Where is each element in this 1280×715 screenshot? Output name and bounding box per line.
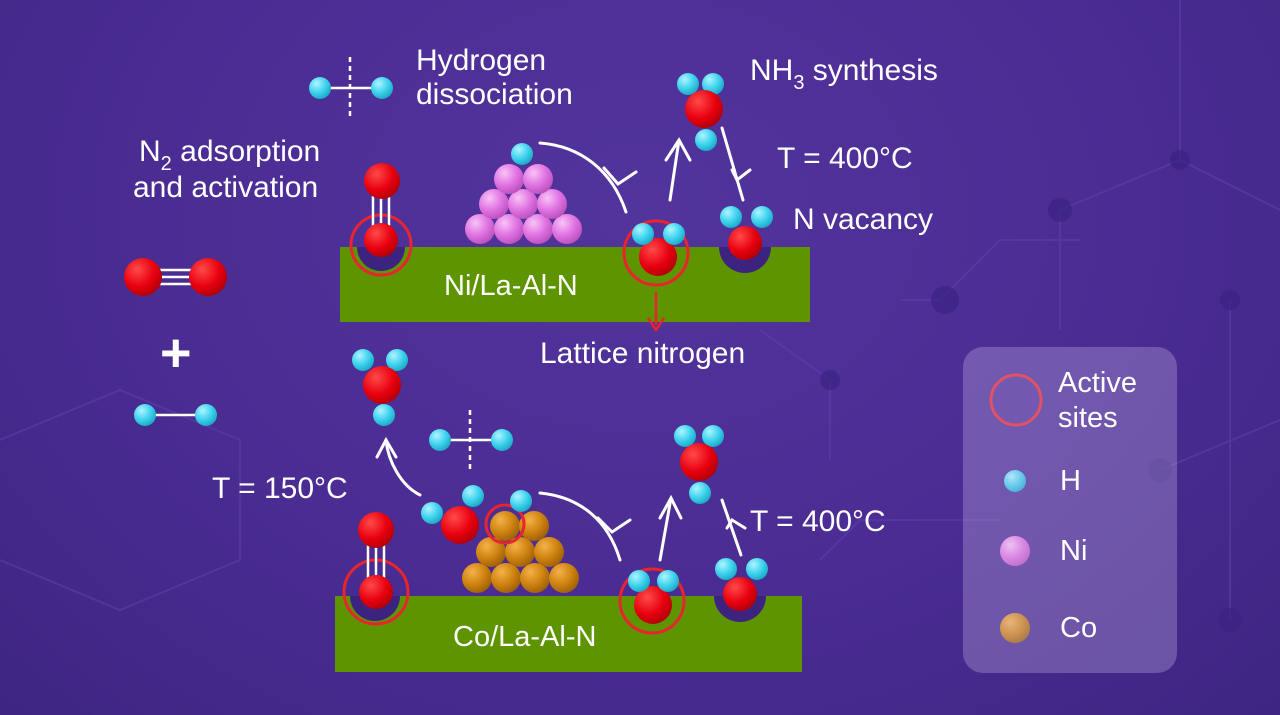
temperature-top-label: T = 400°C [777, 142, 913, 175]
lattice-arrow-head [646, 317, 666, 333]
hydrogen-atom-icon [1004, 470, 1026, 492]
n2-suffix: adsorption [171, 135, 321, 168]
n-vacancy-label: N vacancy [793, 203, 934, 236]
top-n-vacancy [719, 206, 773, 273]
co-surface-label: Co/La-Al-N [453, 621, 597, 653]
legend-label-active-sites: Active sites [1058, 367, 1137, 434]
cobalt-atom-icon [1000, 613, 1030, 643]
top-nh3-molecule [677, 73, 724, 151]
co-cluster [462, 503, 579, 593]
nh3-subscript: 3 [793, 72, 805, 94]
ni-surface-label: Ni/La-Al-N [444, 270, 578, 302]
background-network [0, 0, 1280, 620]
low-t-nh3-molecule [352, 349, 408, 426]
legend-label-h: H [1060, 465, 1081, 497]
n2-subscript: 2 [160, 153, 172, 175]
background-nodes [820, 150, 1242, 632]
top-reaction-arrows [538, 126, 752, 214]
nickel-atom-icon [1000, 536, 1030, 566]
bottom-h2-dissociation-icon [429, 410, 513, 472]
nh3-prefix: NH [750, 54, 794, 87]
bottom-n-vacancy [714, 558, 768, 622]
nh3-suffix: synthesis [804, 54, 938, 87]
n2-prefix: N [139, 135, 161, 168]
n2-adsorption-label: N2 adsorption [139, 135, 321, 175]
and-activation-label: and activation [133, 171, 319, 204]
top-lattice-site [622, 219, 690, 287]
plus-sign: + [160, 323, 192, 383]
legend-icons [989, 373, 1043, 643]
bottom-n2-adsorbed [342, 512, 410, 626]
top-h-on-ni [511, 143, 533, 165]
bottom-reaction-arrows [538, 491, 747, 562]
low-t-arrow [375, 436, 422, 497]
h2-molecule [134, 404, 217, 426]
nh3-synthesis-label: NH3 synthesis [750, 54, 938, 94]
legend-panel [963, 347, 1177, 673]
bottom-lattice-site [618, 567, 686, 635]
legend-label-ni: Ni [1060, 535, 1088, 567]
temperature-low-label: T = 150°C [212, 472, 348, 505]
n2-molecule [124, 258, 227, 296]
co-edge-nh2 [421, 485, 532, 544]
ni-cluster [465, 164, 582, 244]
top-n2-adsorbed [349, 163, 413, 277]
hydrogen-dissociation-label: Hydrogen dissociation [416, 44, 573, 111]
lattice-nitrogen-label: Lattice nitrogen [540, 337, 746, 370]
active-site-ring-icon [989, 373, 1043, 427]
bottom-nh3-molecule [674, 425, 724, 504]
temperature-bottom-label: T = 400°C [750, 505, 886, 538]
legend-label-co: Co [1060, 612, 1098, 644]
top-h2-dissociation-icon [309, 57, 393, 120]
